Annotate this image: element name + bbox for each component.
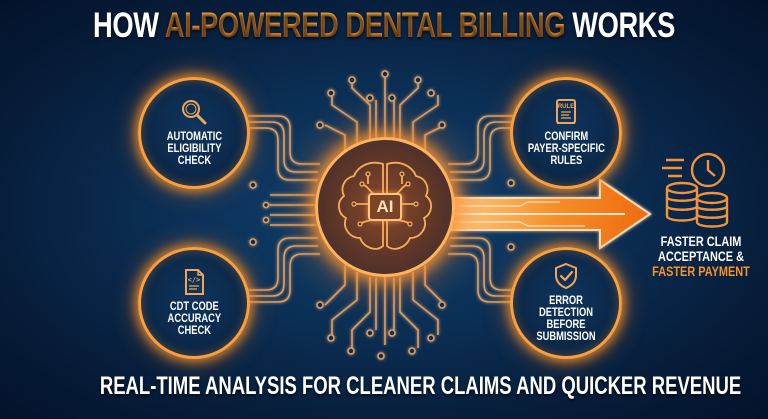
ai-chip-label: AI (368, 193, 402, 221)
title-highlight: AI-POWERED DENTAL BILLING (164, 6, 566, 45)
step-payer-rules: RULE CONFIRM PAYER-SPECIFIC RULES (510, 77, 622, 189)
outcome-block: FASTER CLAIM ACCEPTANCE & FASTER PAYMENT (636, 150, 766, 279)
ai-brain-hub: AI (315, 137, 455, 277)
page-title: HOW AI-POWERED DENTAL BILLING WORKS (84, 6, 683, 46)
magnifier-icon (182, 99, 207, 124)
subtitle: REAL-TIME ANALYSIS FOR CLEANER CLAIMS AN… (99, 372, 742, 400)
step-label: AUTOMATIC ELIGIBILITY CHECK (166, 128, 222, 167)
step-eligibility-check: AUTOMATIC ELIGIBILITY CHECK (138, 77, 250, 189)
svg-text:RULE: RULE (558, 104, 574, 110)
brain-circuit-icon (338, 161, 432, 250)
title-suffix: WORKS (565, 6, 675, 45)
step-label: CDT CODE ACCURACY CHECK (167, 298, 221, 337)
outcome-line-3: FASTER PAYMENT (652, 263, 750, 279)
svg-text:</>: </> (188, 276, 201, 284)
step-label: ERROR DETECTION BEFORE SUBMISSION (536, 292, 596, 343)
step-label: CONFIRM PAYER-SPECIFIC RULES (527, 128, 605, 167)
shield-check-icon (555, 262, 577, 289)
outcome-line-1: FASTER CLAIM (660, 233, 742, 249)
title-prefix: HOW (93, 6, 165, 45)
outcome-line-2: ACCEPTANCE & (658, 248, 744, 264)
step-error-detection: ERROR DETECTION BEFORE SUBMISSION (510, 247, 622, 359)
rule-book-icon: RULE (556, 98, 576, 124)
coins-clock-icon (662, 152, 729, 228)
code-document-icon: </> (185, 268, 204, 295)
step-cdt-code-check: </> CDT CODE ACCURACY CHECK (138, 247, 250, 359)
flow-arrow (449, 178, 652, 250)
